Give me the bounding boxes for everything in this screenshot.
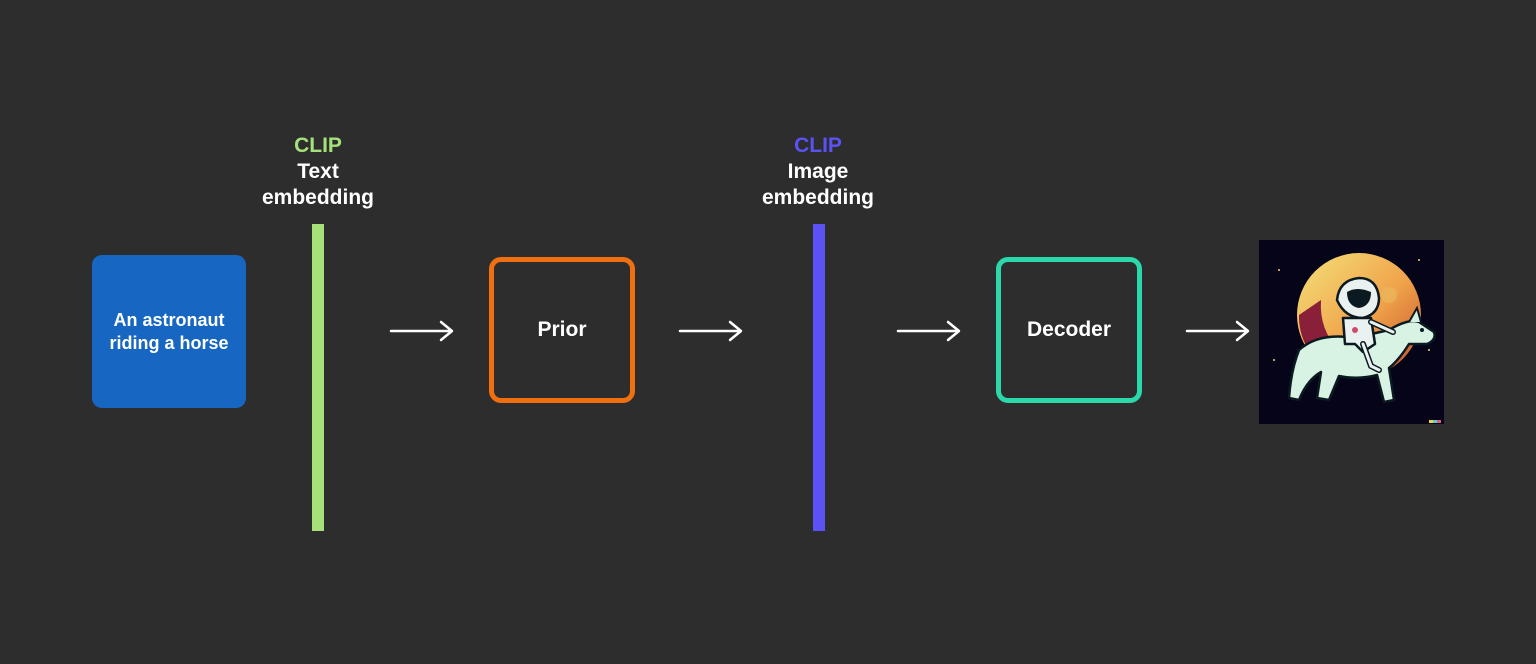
arrow-icon [389, 320, 454, 342]
clip-image-label: CLIP [794, 134, 842, 157]
arrow-icon [678, 320, 743, 342]
text-embedding-line-1: Text [297, 160, 339, 183]
image-embedding-bar [813, 224, 825, 531]
prior-box: Prior [489, 257, 635, 403]
text-embedding-bar [312, 224, 324, 531]
arrow-icon [896, 320, 961, 342]
text-embedding-line-2: embedding [261, 186, 374, 209]
decoder-box: Decoder [996, 257, 1142, 403]
arrow-icon [1185, 320, 1250, 342]
image-embedding-line-2: embedding [761, 186, 874, 209]
prompt-box: An astronaut riding a horse [92, 255, 246, 408]
prompt-line-1: An astronaut [113, 309, 225, 330]
image-embedding-line-1: Image [787, 160, 849, 183]
image-embedding-label: CLIP Image embedding [733, 133, 903, 211]
output-image [1259, 240, 1444, 424]
prompt-line-2: riding a horse [109, 332, 229, 353]
decoder-label: Decoder [1026, 318, 1112, 341]
clip-text-label: CLIP [294, 134, 342, 157]
astronaut-horse-image-icon [1259, 240, 1444, 424]
text-embedding-label: CLIP Text embedding [233, 133, 403, 211]
prior-label: Prior [537, 318, 587, 341]
